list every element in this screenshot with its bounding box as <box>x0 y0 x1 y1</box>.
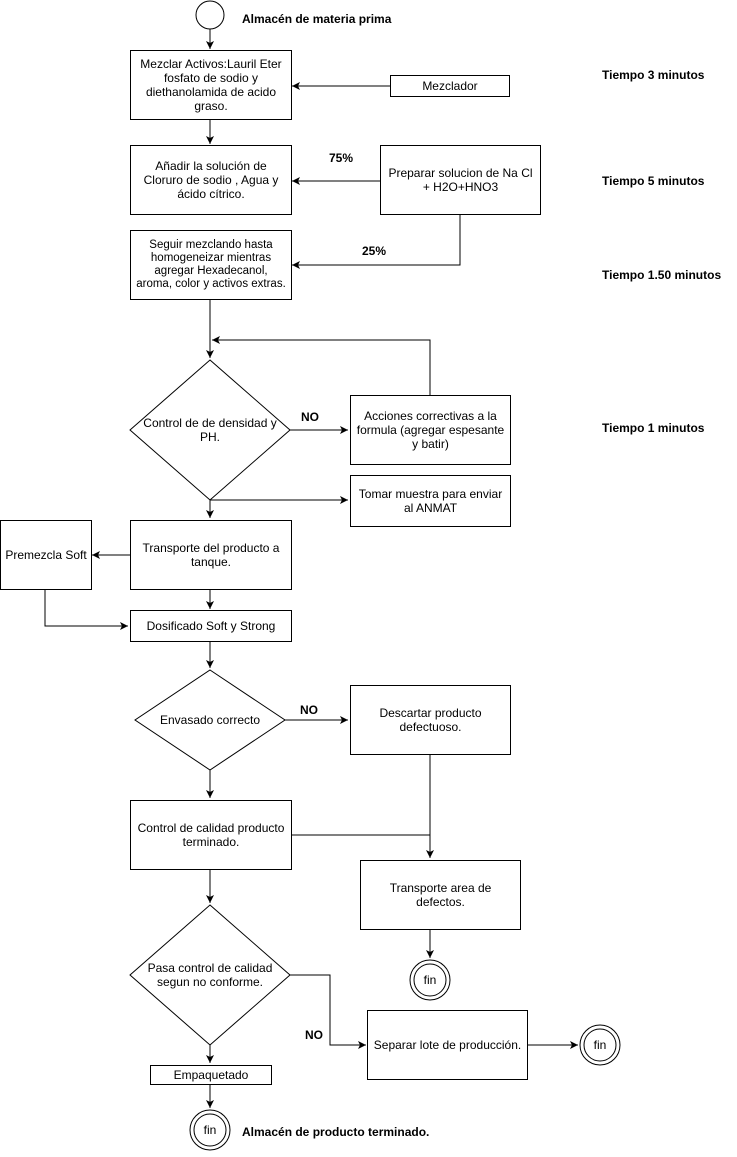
control-calidad-box: Control de calidad producto terminado. <box>130 800 292 870</box>
time-label-1: Tiempo 3 minutos <box>602 68 705 82</box>
start-circle <box>195 0 225 30</box>
separar-lote-box: Separar lote de producción. <box>367 1010 528 1080</box>
fin-label-defects: fin <box>423 973 437 987</box>
fin-label-terminado: fin <box>203 1123 217 1137</box>
end-circle-defects <box>409 959 451 1001</box>
acciones-correctivas-box: Acciones correctivas a la formula (agreg… <box>350 395 511 465</box>
percent-25-label: 25% <box>362 244 387 258</box>
mezclar-activos-box: Mezclar Activos:Lauril Eter fosfato de s… <box>130 50 292 120</box>
transporte-defectos-box: Transporte area de defectos. <box>360 860 521 930</box>
decision-densidad-text: Control de de densidad y PH. <box>143 416 277 444</box>
tomar-muestra-box: Tomar muestra para enviar al ANMAT <box>350 475 511 527</box>
no-label-pasa: NO <box>305 1028 323 1042</box>
mezclador-box: Mezclador <box>390 75 510 97</box>
preparar-solucion-box: Preparar solucion de Na Cl + H2O+HNO3 <box>380 145 541 215</box>
start-label: Almacén de materia prima <box>242 12 392 26</box>
end-label: Almacén de producto terminado. <box>242 1125 430 1139</box>
percent-75-label: 75% <box>329 151 354 165</box>
empaquetado-box: Empaquetado <box>150 1065 272 1085</box>
transporte-tanque-box: Transporte del producto a tanque. <box>130 520 292 590</box>
time-label-4: Tiempo 1 minutos <box>602 421 705 435</box>
anadir-solucion-box: Añadir la solución de Cloruro de sodio ,… <box>130 145 292 215</box>
premezcla-soft-box: Premezcla Soft <box>0 520 92 590</box>
time-label-2: Tiempo 5 minutos <box>602 174 705 188</box>
no-label-envasado: NO <box>300 703 318 717</box>
decision-envasado-text: Envasado correcto <box>159 713 261 727</box>
seguir-mezclando-box: Seguir mezclando hasta homogeneizar mien… <box>130 230 292 300</box>
end-circle-separar <box>579 1024 621 1066</box>
end-circle-terminado <box>189 1109 231 1151</box>
descartar-producto-box: Descartar producto defectuoso. <box>350 685 511 755</box>
no-label-densidad: NO <box>301 410 319 424</box>
fin-label-separar: fin <box>593 1038 607 1052</box>
decision-pasa-text: Pasa control de calidad segun no conform… <box>147 961 273 989</box>
dosificado-box: Dosificado Soft y Strong <box>130 610 292 642</box>
time-label-3: Tiempo 1.50 minutos <box>602 268 722 282</box>
